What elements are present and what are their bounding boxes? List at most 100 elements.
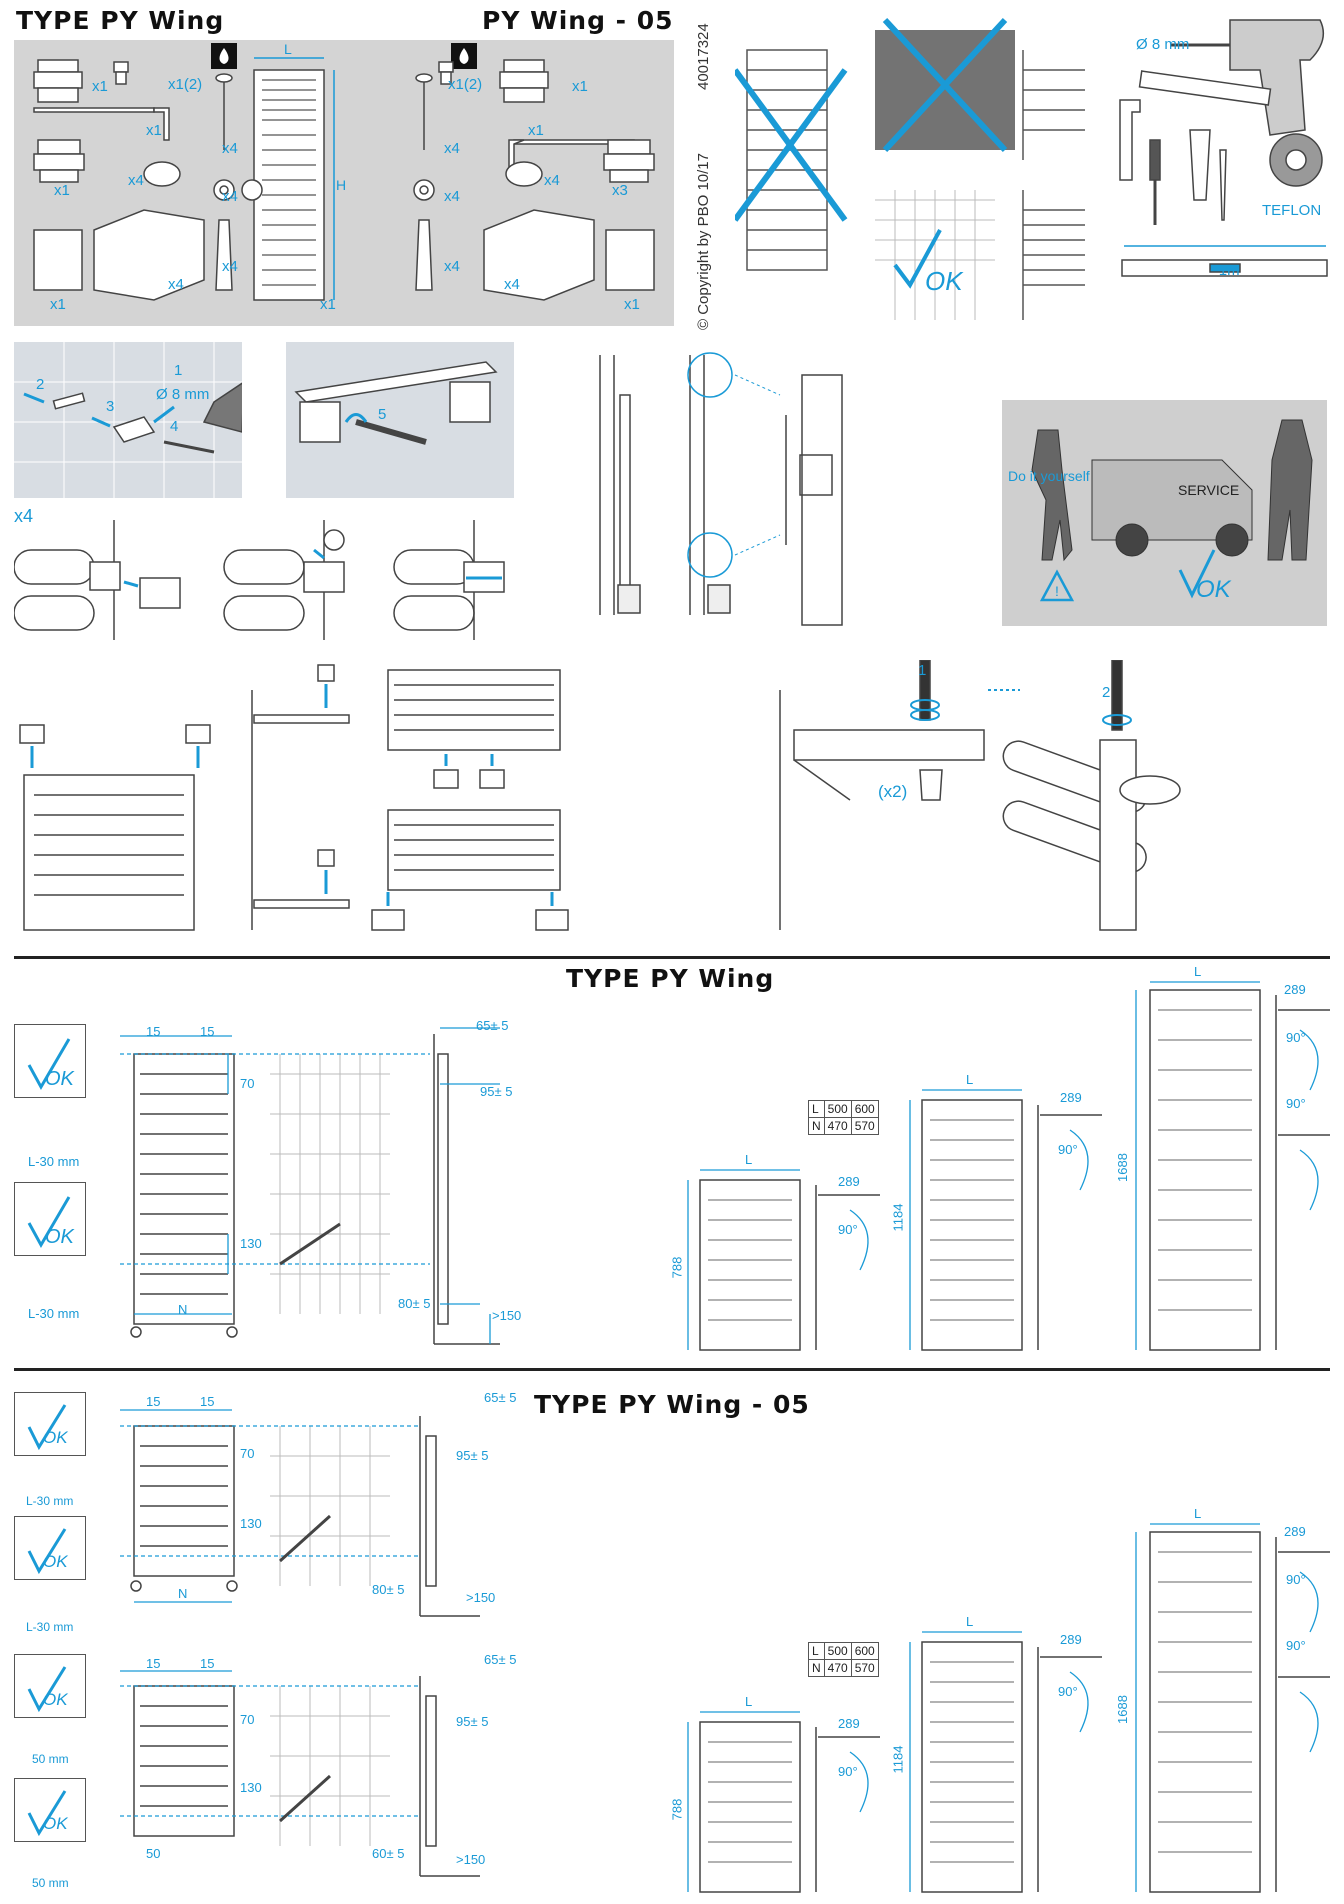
qty-label: x1 [624,296,640,313]
dim-80: 80± 5 [372,1582,405,1597]
dim-95: 95± 5 [456,1714,489,1729]
dimension-front-side [120,1027,500,1345]
dim-h: H [336,177,346,193]
qty-label: x4 [222,188,238,205]
svg-text:OK: OK [43,1814,68,1833]
step-panel-level: 5 [286,342,514,498]
pencil-icon [1219,149,1227,221]
teflon-label: TEFLON [1262,202,1322,219]
level-length: ~1m [1210,262,1240,279]
qty-label: x3 [612,182,628,199]
qty-label: x4 [444,188,460,205]
copyright-block: © Copyright by PBO 10/17 40017324 [695,10,725,330]
dim-15: 15 [200,1656,215,1671]
qty-label: x1 [572,78,588,95]
dim-150: >150 [466,1590,496,1605]
ok-label: L-30 mm [26,1494,74,1508]
bracket-steps [14,520,505,640]
dim-l: L [966,1614,974,1629]
person-icon [1031,429,1073,562]
connection-diagrams [19,664,569,931]
usage-warnings: OK [735,17,1085,320]
ok-text: OK [1196,576,1231,603]
height-788: 788 [669,1798,685,1821]
dim-130: 130 [240,1516,262,1531]
step-number: 1 [918,662,927,679]
dim-l: L [1194,964,1202,979]
dim-95: 95± 5 [480,1084,513,1099]
screwdriver-icon [1149,139,1161,181]
qty-label: x4 [128,172,144,189]
angle-90: 90° [1286,1096,1306,1111]
copyright-text: © Copyright by PBO 10/17 [695,153,712,330]
step-number: 1 [174,362,183,379]
title-left: TYPE PY Wing [16,6,225,35]
table-cell: 570 [850,1659,879,1677]
depth-289: 289 [838,1174,860,1189]
dimension-front-side-05 [120,1409,480,1877]
dim-l: L [745,1152,753,1167]
plug-cap [37,59,79,73]
svg-text:OK: OK [45,1226,76,1248]
height-1688: 1688 [1114,1695,1130,1724]
title-right: PY Wing - 05 [482,6,674,35]
table-cell: 570 [850,1117,879,1135]
water-drop-icon [211,43,237,69]
ok-check-icon [893,229,942,289]
dim-70: 70 [240,1712,255,1727]
ok-box: OK [14,1654,86,1718]
svg-text:OK: OK [925,266,964,296]
ok-label: 50 mm [32,1752,69,1766]
product-code: 40017324 [695,23,712,90]
cross-icon [882,17,1008,153]
dim-150: >150 [492,1308,522,1323]
dim-l: L [745,1694,753,1709]
ok-box: OK [14,1182,86,1256]
dim-70: 70 [240,1446,255,1461]
depth-289: 289 [838,1716,860,1731]
drill-icon [1229,19,1325,136]
svg-text:OK: OK [43,1552,68,1571]
drill-size: Ø 8 mm [1136,36,1190,53]
qty-label: x4 [504,276,520,293]
qty-label: x4 [444,258,460,275]
drill-size: Ø 8 mm [156,386,210,403]
dim-130: 130 [240,1236,262,1251]
dim-n: N [178,1586,188,1601]
dim-50: 50 [146,1846,161,1861]
ruler-icon [1138,70,1272,106]
svg-text:OK: OK [45,1068,76,1090]
section2-title: TYPE PY Wing - 05 [534,1390,810,1419]
size-variants [687,981,1330,1351]
ok-box: OK [14,1024,86,1098]
step-number: 5 [378,406,387,423]
ok-box: OK [14,1392,86,1456]
step-panel-drill: 1 2 3 4 Ø 8 mm [14,342,245,498]
table-cell: 470 [823,1659,852,1677]
height-788: 788 [669,1256,685,1279]
angle-90: 90° [838,1764,858,1779]
warning-icon [1039,569,1075,602]
qty-label: x1 [92,78,108,95]
angle-90: 90° [1286,1030,1306,1045]
step-number: 3 [106,398,115,415]
diy-label: Do it yourself [1008,468,1090,484]
tools-panel [1119,19,1328,277]
angle-90: 90° [1286,1572,1306,1587]
height-1688: 1688 [1114,1153,1130,1182]
depth-289: 289 [1060,1090,1082,1105]
height-1184: 1184 [890,1745,906,1774]
qty-label: x4 [168,276,184,293]
dim-60: 60± 5 [372,1846,405,1861]
step-number: 2 [1102,684,1111,701]
qty-label: x4 [222,140,238,157]
cross-icon [735,68,848,222]
table-cell: N [808,1659,825,1677]
depth-289: 289 [1284,982,1306,997]
angle-90: 90° [1058,1684,1078,1699]
section-divider [14,1368,1330,1371]
van-icon [1091,459,1253,541]
qty-label: x1 [54,182,70,199]
